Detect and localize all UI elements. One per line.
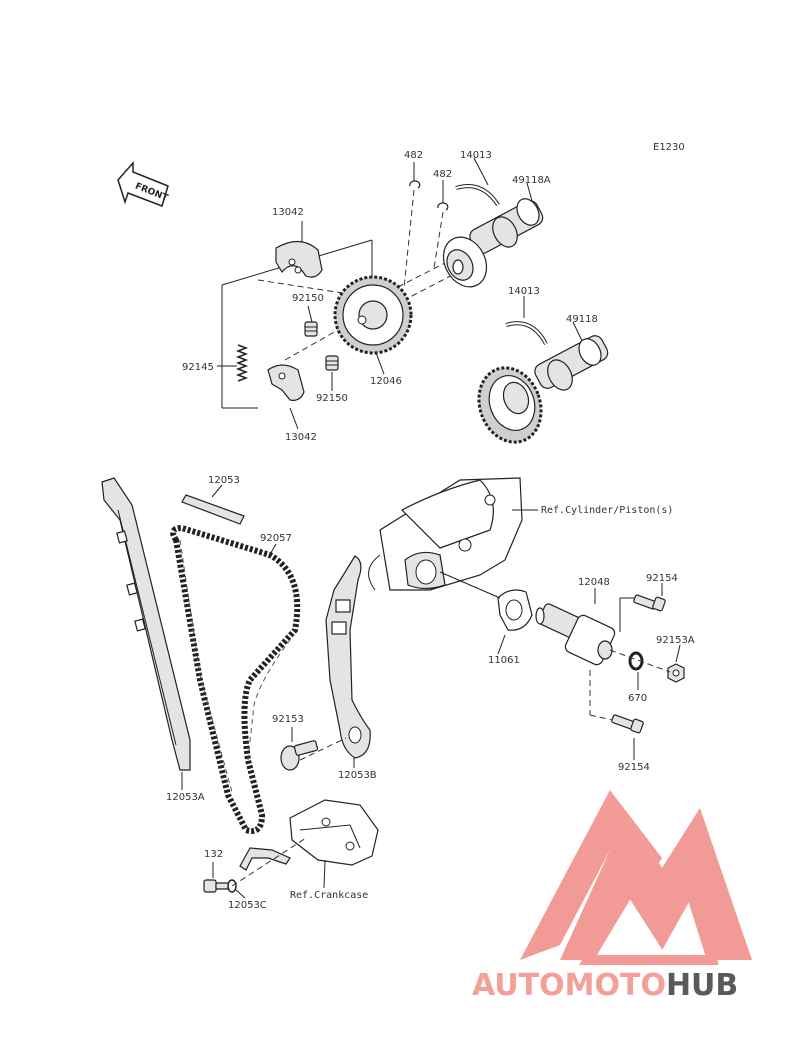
label-482-a: 482 [404,150,423,161]
label-14013-a: 14013 [460,150,492,161]
label-92153: 92153 [272,714,304,725]
label-49118A: 49118A [512,175,551,186]
tensioner-guide-12053B [325,555,371,759]
part-labels: 482 14013 482 49118A 13042 92150 92145 9… [166,150,695,911]
ref-cylinder-label: Ref.Cylinder/Piston(s) [541,505,673,516]
washer-670 [628,651,644,671]
label-92154-a: 92154 [646,573,678,584]
camshaft-49118 [477,335,609,444]
label-92150-a: 92150 [292,293,324,304]
label-14013-b: 14013 [508,286,540,297]
automotohub-logo-icon [520,790,752,965]
label-13042-b: 13042 [285,432,317,443]
tensioner-12048 [535,603,616,666]
front-arrow-icon: FRONT [117,161,170,207]
label-12048: 12048 [578,577,610,588]
label-12053A: 12053A [166,792,205,803]
cam-sprocket-12046 [333,275,413,355]
watermark-part1: AUTOMOTO [472,968,666,1003]
label-92153A: 92153A [656,635,695,646]
label-12053B: 12053B [338,770,377,781]
circlip-482-upper [409,180,421,189]
label-132: 132 [204,849,223,860]
label-92154-b: 92154 [618,762,650,773]
label-670: 670 [628,693,647,704]
spring-92145 [235,344,249,382]
watermark-part2: HUB [666,968,738,1003]
watermark-text: AUTOMOTOHUB [472,968,738,1003]
crankcase-reference [289,799,379,866]
circlip-482-lower [437,202,449,211]
bolt-92154-lower [611,714,644,734]
screw-92150-lower [325,355,339,371]
label-13042-a: 13042 [272,207,304,218]
label-49118: 49118 [566,314,598,325]
cylinder-reference [368,477,523,591]
ref-crankcase-label: Ref.Crankcase [290,890,368,901]
lower-leader-lines [181,484,681,899]
automotohub-watermark: AUTOMOTOHUB [472,790,752,1003]
label-12053: 12053 [208,475,240,486]
label-12053C: 12053C [228,900,267,911]
camshaft-49118A [442,198,544,288]
label-92145: 92145 [182,362,214,373]
label-482-b: 482 [433,169,452,180]
screw-92150-upper [304,321,318,337]
label-11061: 11061 [488,655,520,666]
label-12046: 12046 [370,376,402,387]
bolt-92153 [280,740,319,771]
chain-guide-pad-12053 [181,494,245,525]
plate-12053C [239,847,291,871]
decompression-weight-13042-lower [267,364,305,401]
cam-chain-92057 [170,524,301,834]
decompression-weight-13042-upper [275,240,323,278]
label-92150-b: 92150 [316,393,348,404]
bolt-92154-upper [633,594,666,612]
diagram-code: E1230 [653,142,685,153]
label-92057: 92057 [260,533,292,544]
